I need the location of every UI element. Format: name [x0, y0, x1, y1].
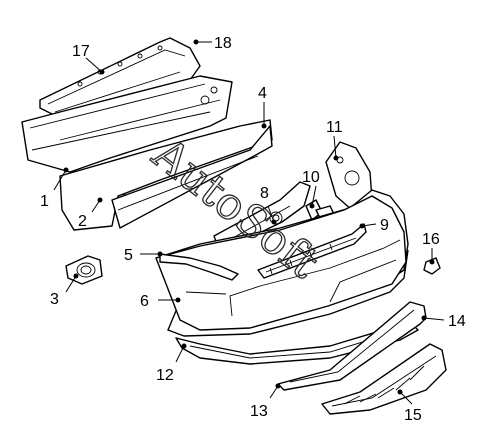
callout-12: 12	[156, 367, 174, 384]
callout-16: 16	[422, 231, 440, 248]
callout-10: 10	[302, 169, 320, 186]
callout-4: 4	[258, 85, 267, 102]
callout-11: 11	[326, 119, 343, 136]
callout-6: 6	[140, 293, 149, 310]
part-9-center-trim	[257, 223, 367, 279]
callout-3: 3	[50, 291, 59, 308]
part-16-clip	[423, 257, 441, 275]
callout-17: 17	[72, 43, 90, 60]
part-1-reinforcement-panel	[21, 75, 233, 173]
part-5-upper-trim	[159, 253, 239, 281]
callout-14: 14	[448, 313, 466, 330]
part-17-upper-absorber	[39, 37, 201, 119]
callout-13: 13	[250, 403, 268, 420]
callout-2: 2	[78, 213, 87, 230]
callout-1: 1	[40, 193, 49, 210]
callout-18: 18	[214, 35, 232, 52]
callout-labels: 17 18 1 2 4 3 5 6 8 9 10 11 16 12 13 14 …	[40, 35, 466, 424]
callout-5: 5	[124, 247, 133, 264]
part-3-fog-lamp	[65, 255, 103, 285]
part-15-lower-grille	[321, 343, 447, 415]
leader-lines	[53, 39, 445, 405]
callout-9: 9	[380, 217, 389, 234]
callout-15: 15	[404, 407, 422, 424]
callout-8: 8	[260, 185, 269, 202]
part-4-bumper-beam	[59, 119, 273, 231]
